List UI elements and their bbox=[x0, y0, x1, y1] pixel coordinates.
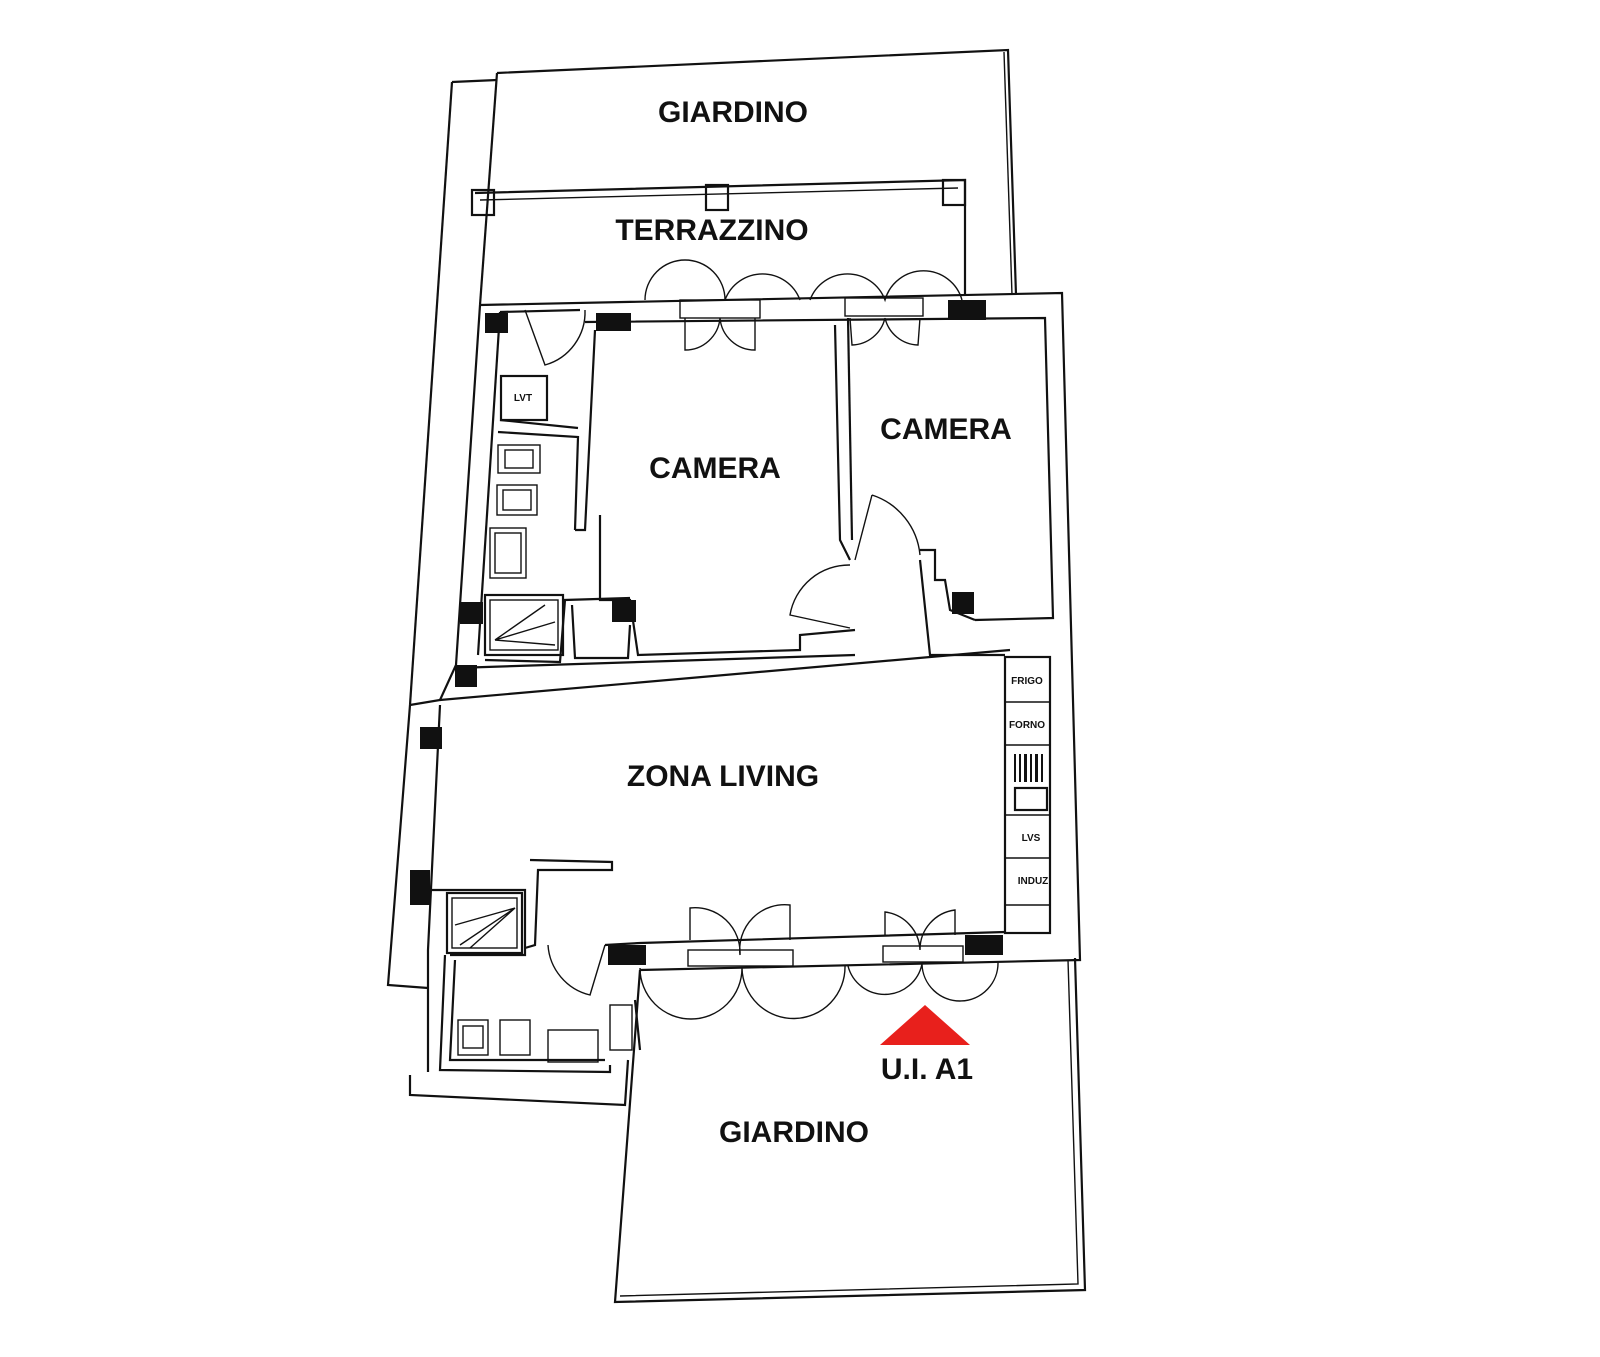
label-bedroom-left: CAMERA bbox=[649, 452, 781, 485]
label-fridge: FRIGO bbox=[1011, 676, 1043, 687]
label-living: ZONA LIVING bbox=[627, 760, 819, 793]
kitchen-counter bbox=[1003, 655, 1052, 935]
label-induction: INDUZ bbox=[1018, 876, 1049, 887]
label-bedroom-right: CAMERA bbox=[880, 413, 1012, 446]
label-oven: FORNO bbox=[1009, 720, 1045, 731]
unit-marker-triangle bbox=[880, 1005, 970, 1045]
cooktop-icon bbox=[1014, 754, 1043, 782]
sink bbox=[1013, 786, 1049, 812]
label-laundry: LVT bbox=[514, 393, 532, 404]
garden-bottom-outline bbox=[613, 957, 1087, 1304]
label-terrace: TERRAZZINO bbox=[615, 214, 808, 247]
label-garden-top: GIARDINO bbox=[658, 96, 808, 129]
label-dishwasher: LVS bbox=[1022, 833, 1041, 844]
doors bbox=[524, 259, 999, 1020]
bathroom-fixtures bbox=[445, 374, 633, 1063]
apartment-walls bbox=[386, 291, 1082, 1107]
washing-machine bbox=[499, 374, 549, 422]
label-unit: U.I. A1 bbox=[881, 1053, 973, 1086]
terrace-outline bbox=[470, 178, 967, 295]
label-garden-bottom: GIARDINO bbox=[719, 1116, 869, 1149]
pillars bbox=[410, 300, 1003, 965]
